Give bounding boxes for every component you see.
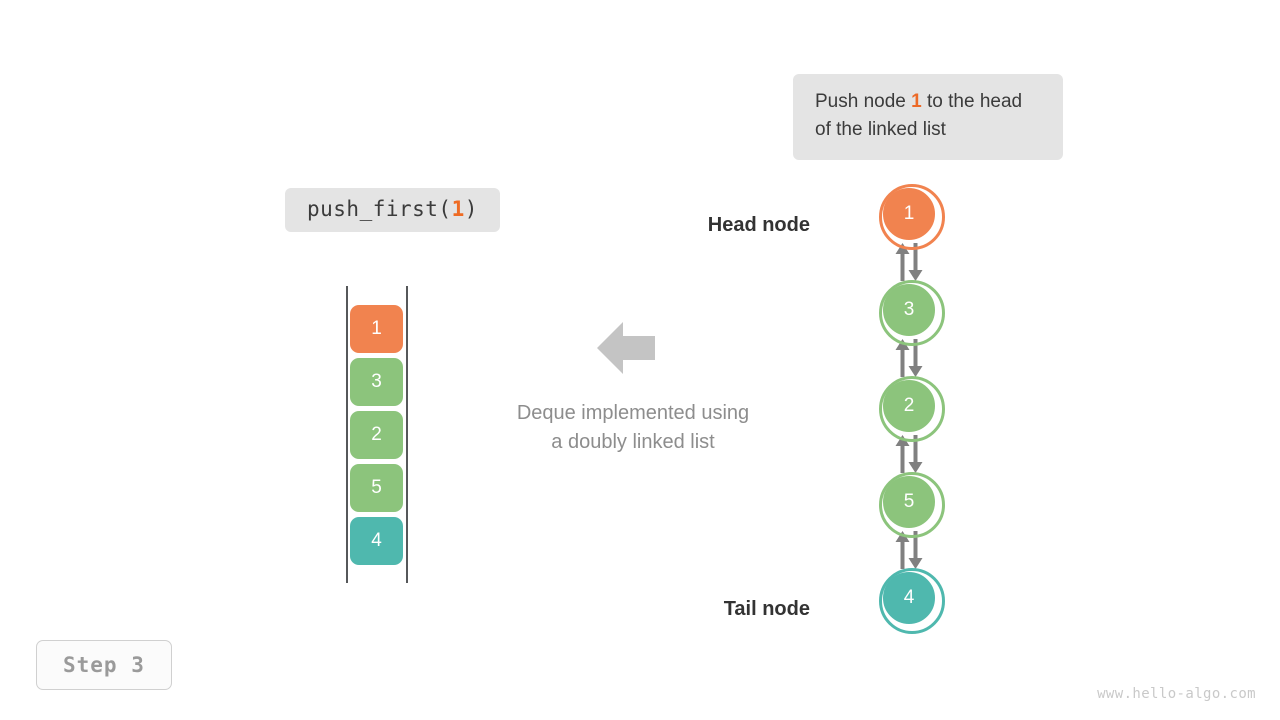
node-outer-ring (879, 376, 945, 442)
watermark: www.hello-algo.com (1097, 686, 1256, 702)
deque-cell: 4 (350, 517, 403, 565)
deque-stack: 1 3 2 5 4 (346, 286, 408, 583)
instruction-text-before: Push node (815, 91, 912, 112)
linked-list-node: 5 (879, 472, 945, 538)
node-outer-ring (879, 280, 945, 346)
caption-line-1: Deque implemented using (516, 402, 750, 424)
instruction-text-after: to the head of the linked list (815, 91, 1023, 140)
linked-list-node: 4 (879, 568, 945, 634)
node-outer-ring (879, 472, 945, 538)
node-outer-ring (879, 568, 945, 634)
node-outer-ring (879, 184, 945, 250)
operation-code-label: push_first(1) (285, 188, 500, 232)
deque-cell: 1 (350, 305, 403, 353)
node-value: 1 (903, 203, 915, 224)
instruction-bubble: Push node 1 to the head of the linked li… (793, 74, 1063, 160)
linked-list-node: 3 (879, 280, 945, 346)
deque-rail-right (406, 286, 408, 583)
node-value: 5 (903, 491, 915, 512)
step-badge: Step 3 (36, 640, 172, 690)
code-prefix: push_first( (307, 197, 452, 221)
tail-node-label: Tail node (723, 598, 810, 620)
deque-cell: 5 (350, 464, 403, 512)
linked-list-node: 1 (879, 184, 945, 250)
instruction-highlight-value: 1 (911, 91, 922, 112)
code-suffix: ) (464, 197, 478, 221)
code-argument: 1 (451, 197, 465, 221)
deque-cell-list: 1 3 2 5 4 (350, 305, 403, 570)
diagram-caption: Deque implemented using a doubly linked … (453, 399, 813, 457)
node-value: 4 (903, 587, 915, 608)
node-value: 3 (903, 299, 915, 320)
deque-rail-left (346, 286, 348, 583)
caption-line-2: a doubly linked list (551, 431, 715, 453)
node-value: 2 (903, 395, 915, 416)
deque-cell: 2 (350, 411, 403, 459)
left-arrow-icon (597, 320, 655, 376)
deque-cell: 3 (350, 358, 403, 406)
doubly-linked-list: 1 3 2 5 4 (879, 184, 960, 649)
linked-list-node: 2 (879, 376, 945, 442)
head-node-label: Head node (707, 214, 810, 236)
